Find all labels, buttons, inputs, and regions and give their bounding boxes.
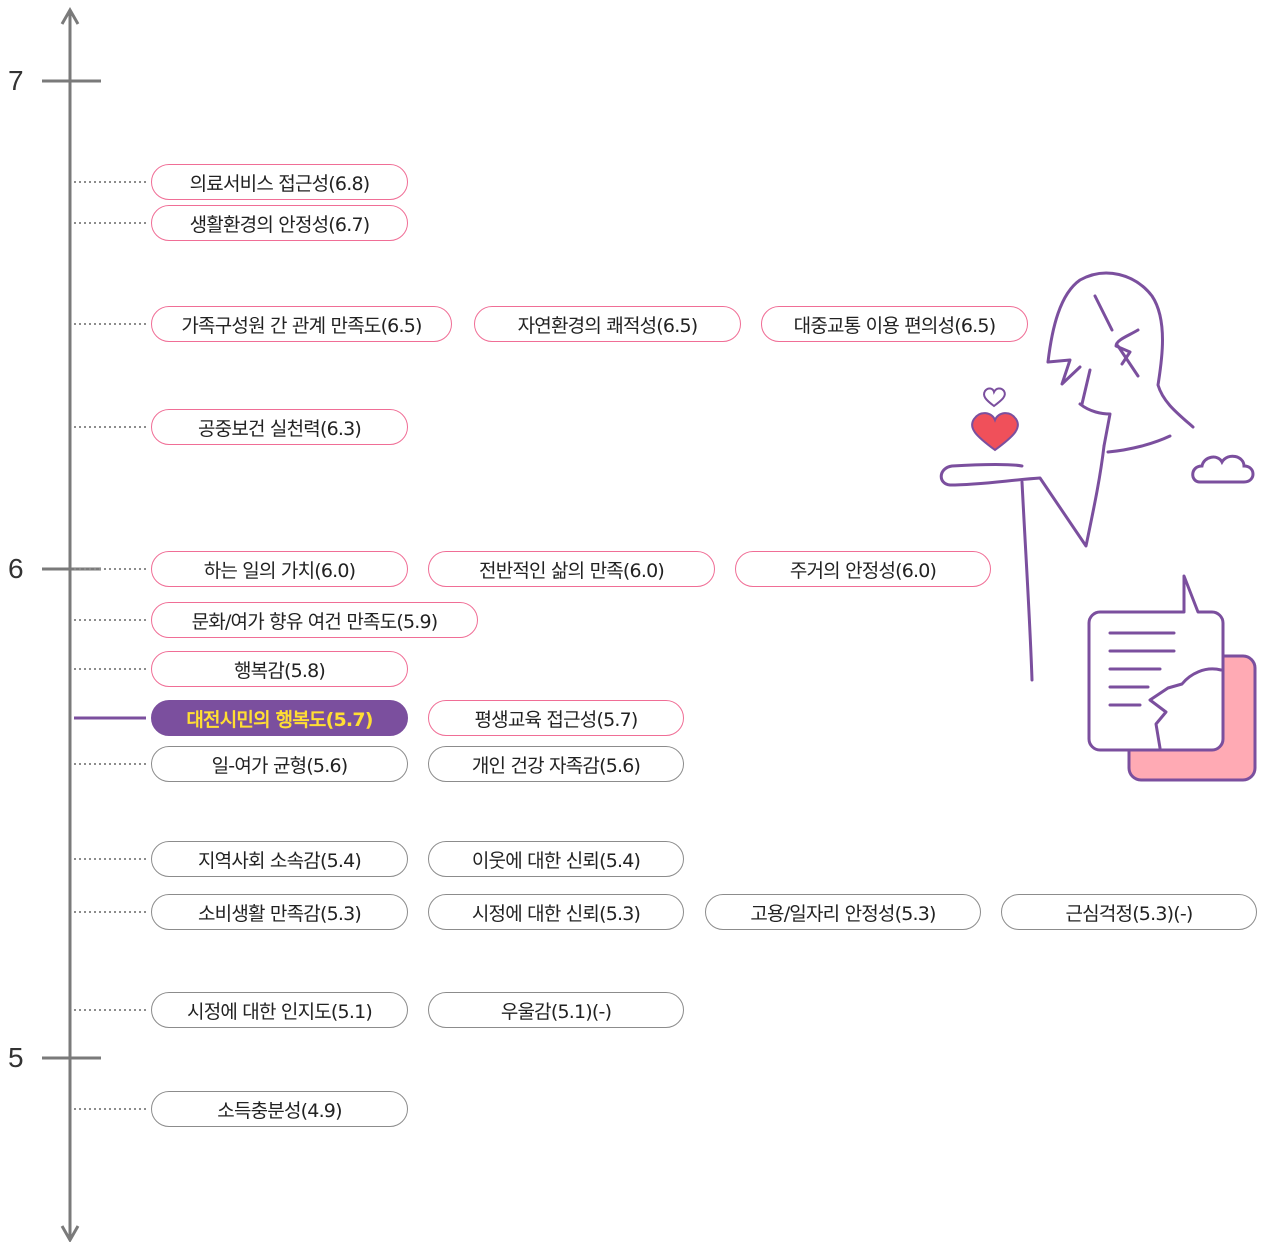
item-pill: 주거의 안정성(6.0)	[735, 551, 991, 587]
item-pill: 하는 일의 가치(6.0)	[151, 551, 408, 587]
item-pill: 우울감(5.1)(-)	[428, 992, 684, 1028]
item-pill: 전반적인 삶의 만족(6.0)	[428, 551, 715, 587]
item-pill: 문화/여가 향유 여건 만족도(5.9)	[151, 602, 478, 638]
item-pill: 시정에 대한 신뢰(5.3)	[428, 894, 684, 930]
item-pill: 가족구성원 간 관계 만족도(6.5)	[151, 306, 452, 342]
item-pill: 지역사회 소속감(5.4)	[151, 841, 408, 877]
item-pill: 평생교육 접근성(5.7)	[428, 700, 684, 736]
item-pill: 자연환경의 쾌적성(6.5)	[474, 306, 741, 342]
item-pill: 소비생활 만족감(5.3)	[151, 894, 408, 930]
item-pill: 근심걱정(5.3)(-)	[1001, 894, 1257, 930]
item-pill: 공중보건 실천력(6.3)	[151, 409, 408, 445]
leader-lines	[74, 181, 146, 1110]
item-pill: 시정에 대한 인지도(5.1)	[151, 992, 408, 1028]
tick-label-7: 7	[8, 65, 24, 96]
axis-arrow-top	[60, 6, 80, 25]
tick-label-6: 6	[8, 553, 24, 584]
item-pill: 개인 건강 자족감(5.6)	[428, 746, 684, 782]
item-pill: 행복감(5.8)	[151, 651, 408, 687]
highlight-pill: 대전시민의 행복도(5.7)	[151, 700, 408, 736]
item-pill: 고용/일자리 안정성(5.3)	[705, 894, 981, 930]
item-pill: 생활환경의 안정성(6.7)	[151, 205, 408, 241]
axis-arrow-bottom	[60, 1225, 80, 1242]
tick-label-5: 5	[8, 1042, 24, 1073]
item-pill: 이웃에 대한 신뢰(5.4)	[428, 841, 684, 877]
item-pill: 의료서비스 접근성(6.8)	[151, 164, 408, 200]
item-pill: 일-여가 균형(5.6)	[151, 746, 408, 782]
item-pill: 소득충분성(4.9)	[151, 1091, 408, 1127]
item-pill: 대중교통 이용 편의성(6.5)	[761, 306, 1028, 342]
